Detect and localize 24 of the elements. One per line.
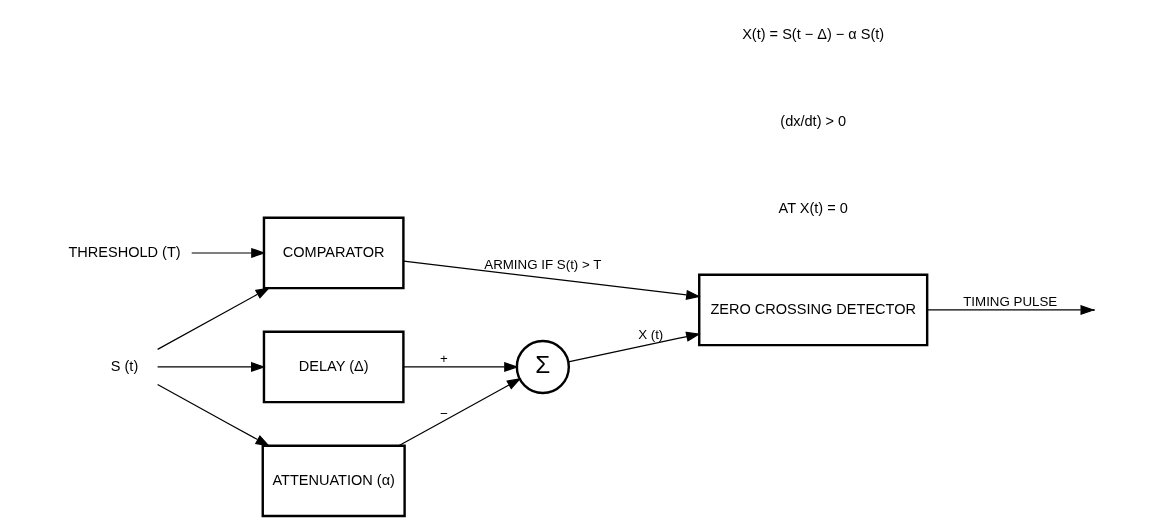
arrow [926, 304, 1095, 316]
arrow [156, 287, 270, 350]
edge-label: TIMING PULSE [962, 294, 1057, 310]
arrow [402, 361, 519, 373]
label: AT X(t) = 0 [778, 200, 848, 217]
node-box: DELAY (Δ) [262, 330, 405, 404]
arrow [156, 383, 270, 447]
edge-label: X (t) [637, 326, 663, 342]
edge-label: − [439, 405, 448, 421]
arrow [190, 247, 266, 259]
edge-label: ARMING IF S(t) > T [483, 256, 601, 272]
node-box: ATTENUATION (α) [261, 444, 406, 518]
arrow [402, 260, 701, 300]
node-box: COMPARATOR [262, 216, 405, 290]
node-text: S (t) [110, 357, 138, 374]
edge-label: + [439, 351, 448, 367]
arrow [567, 331, 701, 363]
label: X(t) = S(t − Δ) − α S(t) [741, 25, 884, 42]
arrow [398, 378, 521, 447]
node-box: ZERO CROSSING DETECTOR [697, 273, 928, 347]
node-text: THRESHOLD (T) [67, 243, 181, 260]
label: (dx/dt) > 0 [779, 112, 846, 129]
arrow [156, 361, 266, 373]
node-circle: Σ [515, 339, 570, 395]
